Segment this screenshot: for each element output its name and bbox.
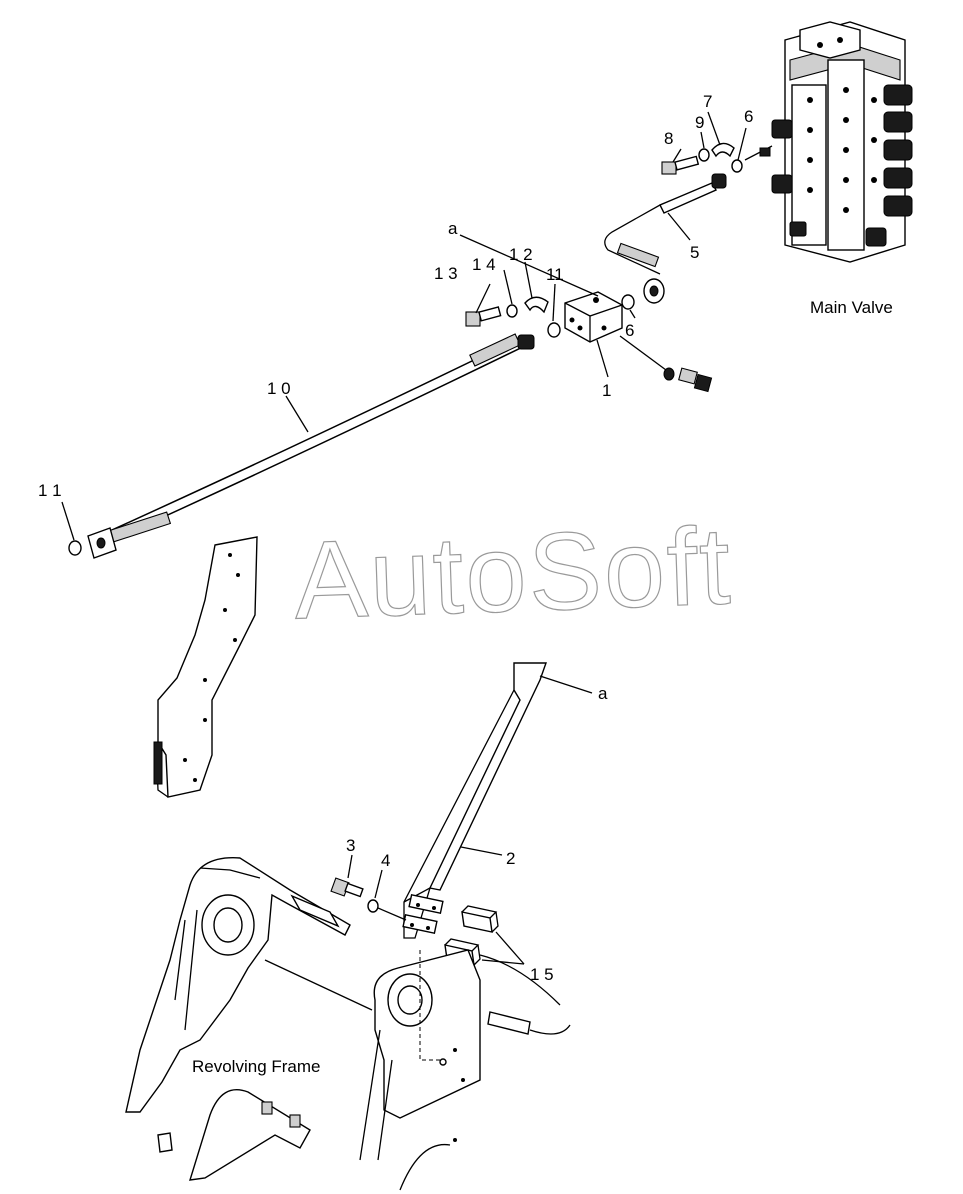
- callout-2: 2: [506, 849, 515, 868]
- hose-10-drawing: [87, 333, 535, 559]
- o-ring-6-top: [731, 159, 743, 173]
- main-valve-drawing: [744, 21, 913, 263]
- leader-lines: [61, 111, 747, 965]
- revolving-frame-label: Revolving Frame: [192, 1057, 321, 1076]
- clamp-7: [711, 142, 735, 158]
- callout-10: 1 0: [267, 379, 291, 398]
- callout-4: 4: [381, 851, 390, 870]
- main-valve-label: Main Valve: [810, 298, 893, 317]
- callout-15: 1 5: [530, 965, 554, 984]
- bolt-13: [465, 306, 502, 327]
- callout-7: 7: [703, 92, 712, 111]
- bracket-2-drawing: [402, 662, 547, 939]
- bolt-3: [330, 877, 364, 898]
- callout-9: 9: [695, 113, 704, 132]
- callout-5: 5: [690, 243, 699, 262]
- callout-6-block: 6: [625, 321, 634, 340]
- callout-12: 1 2: [509, 245, 533, 264]
- callout-a-bracket: a: [598, 684, 608, 703]
- o-ring-11-hose: [68, 540, 82, 556]
- o-ring-11-block: [547, 322, 561, 338]
- side-plate-drawing: [153, 536, 258, 798]
- callout-1: 1: [602, 381, 611, 400]
- bolt-8: [661, 155, 700, 175]
- callout-6-top: 6: [744, 107, 753, 126]
- revolving-frame-drawing: [125, 857, 571, 1191]
- block-1-drawing: [564, 291, 623, 343]
- callout-11-hose: 1 1: [38, 481, 62, 500]
- hose-5-drawing: [604, 173, 727, 304]
- callout-3: 3: [346, 836, 355, 855]
- o-ring-6-block: [621, 294, 635, 310]
- washer-9: [698, 148, 710, 162]
- bolt-lower-block: [663, 367, 713, 393]
- callout-11-block: 11: [546, 265, 564, 284]
- autosoft-watermark: AutoSoft: [292, 504, 734, 642]
- callout-14: 1 4: [472, 255, 496, 274]
- callout-8: 8: [664, 129, 673, 148]
- callout-13: 1 3: [434, 264, 458, 283]
- washer-4: [367, 899, 379, 913]
- callout-a-top: a: [448, 219, 458, 238]
- clamp-12: [524, 296, 549, 314]
- washer-14: [506, 304, 518, 318]
